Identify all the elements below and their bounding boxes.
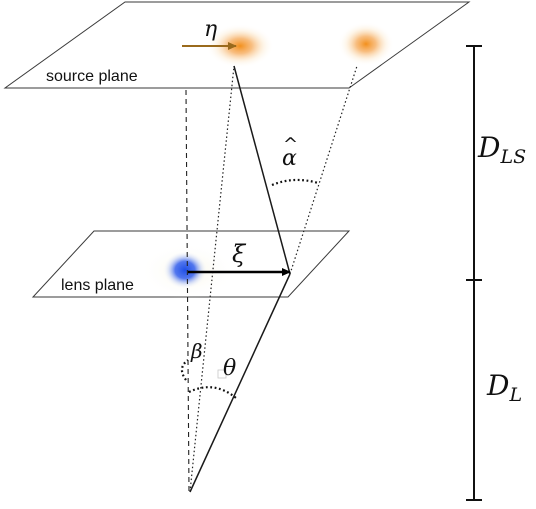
d-ls-sub: LS — [499, 146, 526, 168]
eta-label: η — [204, 17, 217, 42]
theta-label: θ — [223, 356, 236, 381]
alpha-hat-label: α — [282, 146, 297, 171]
source-glow-true — [206, 24, 274, 68]
d-l-sub: L — [508, 384, 522, 406]
true-source-sightline — [189, 65, 235, 493]
optical-axis — [185, 89, 190, 493]
source-plane-label: source plane — [46, 68, 138, 85]
lens-mass-blob — [163, 251, 207, 289]
alpha-hat-accent: ^ — [283, 134, 298, 155]
deflected-ray-upper — [233, 65, 291, 275]
beta-angle-arc — [180, 359, 189, 381]
observed-ray-lower — [189, 273, 291, 493]
xi-label: ξ — [232, 240, 247, 268]
d-ls-label: DLS — [477, 131, 526, 168]
alpha-angle-arc — [271, 178, 319, 187]
theta-angle-arc — [188, 386, 237, 399]
d-l-main: D — [486, 369, 509, 402]
image-source-sightline — [289, 65, 358, 275]
lens-plane-label: lens plane — [61, 277, 134, 294]
d-ls-main: D — [477, 131, 500, 164]
d-l-label: DL — [486, 369, 522, 406]
source-glow-image — [338, 22, 394, 66]
beta-label-box — [217, 369, 227, 379]
beta-label: β — [190, 339, 203, 363]
